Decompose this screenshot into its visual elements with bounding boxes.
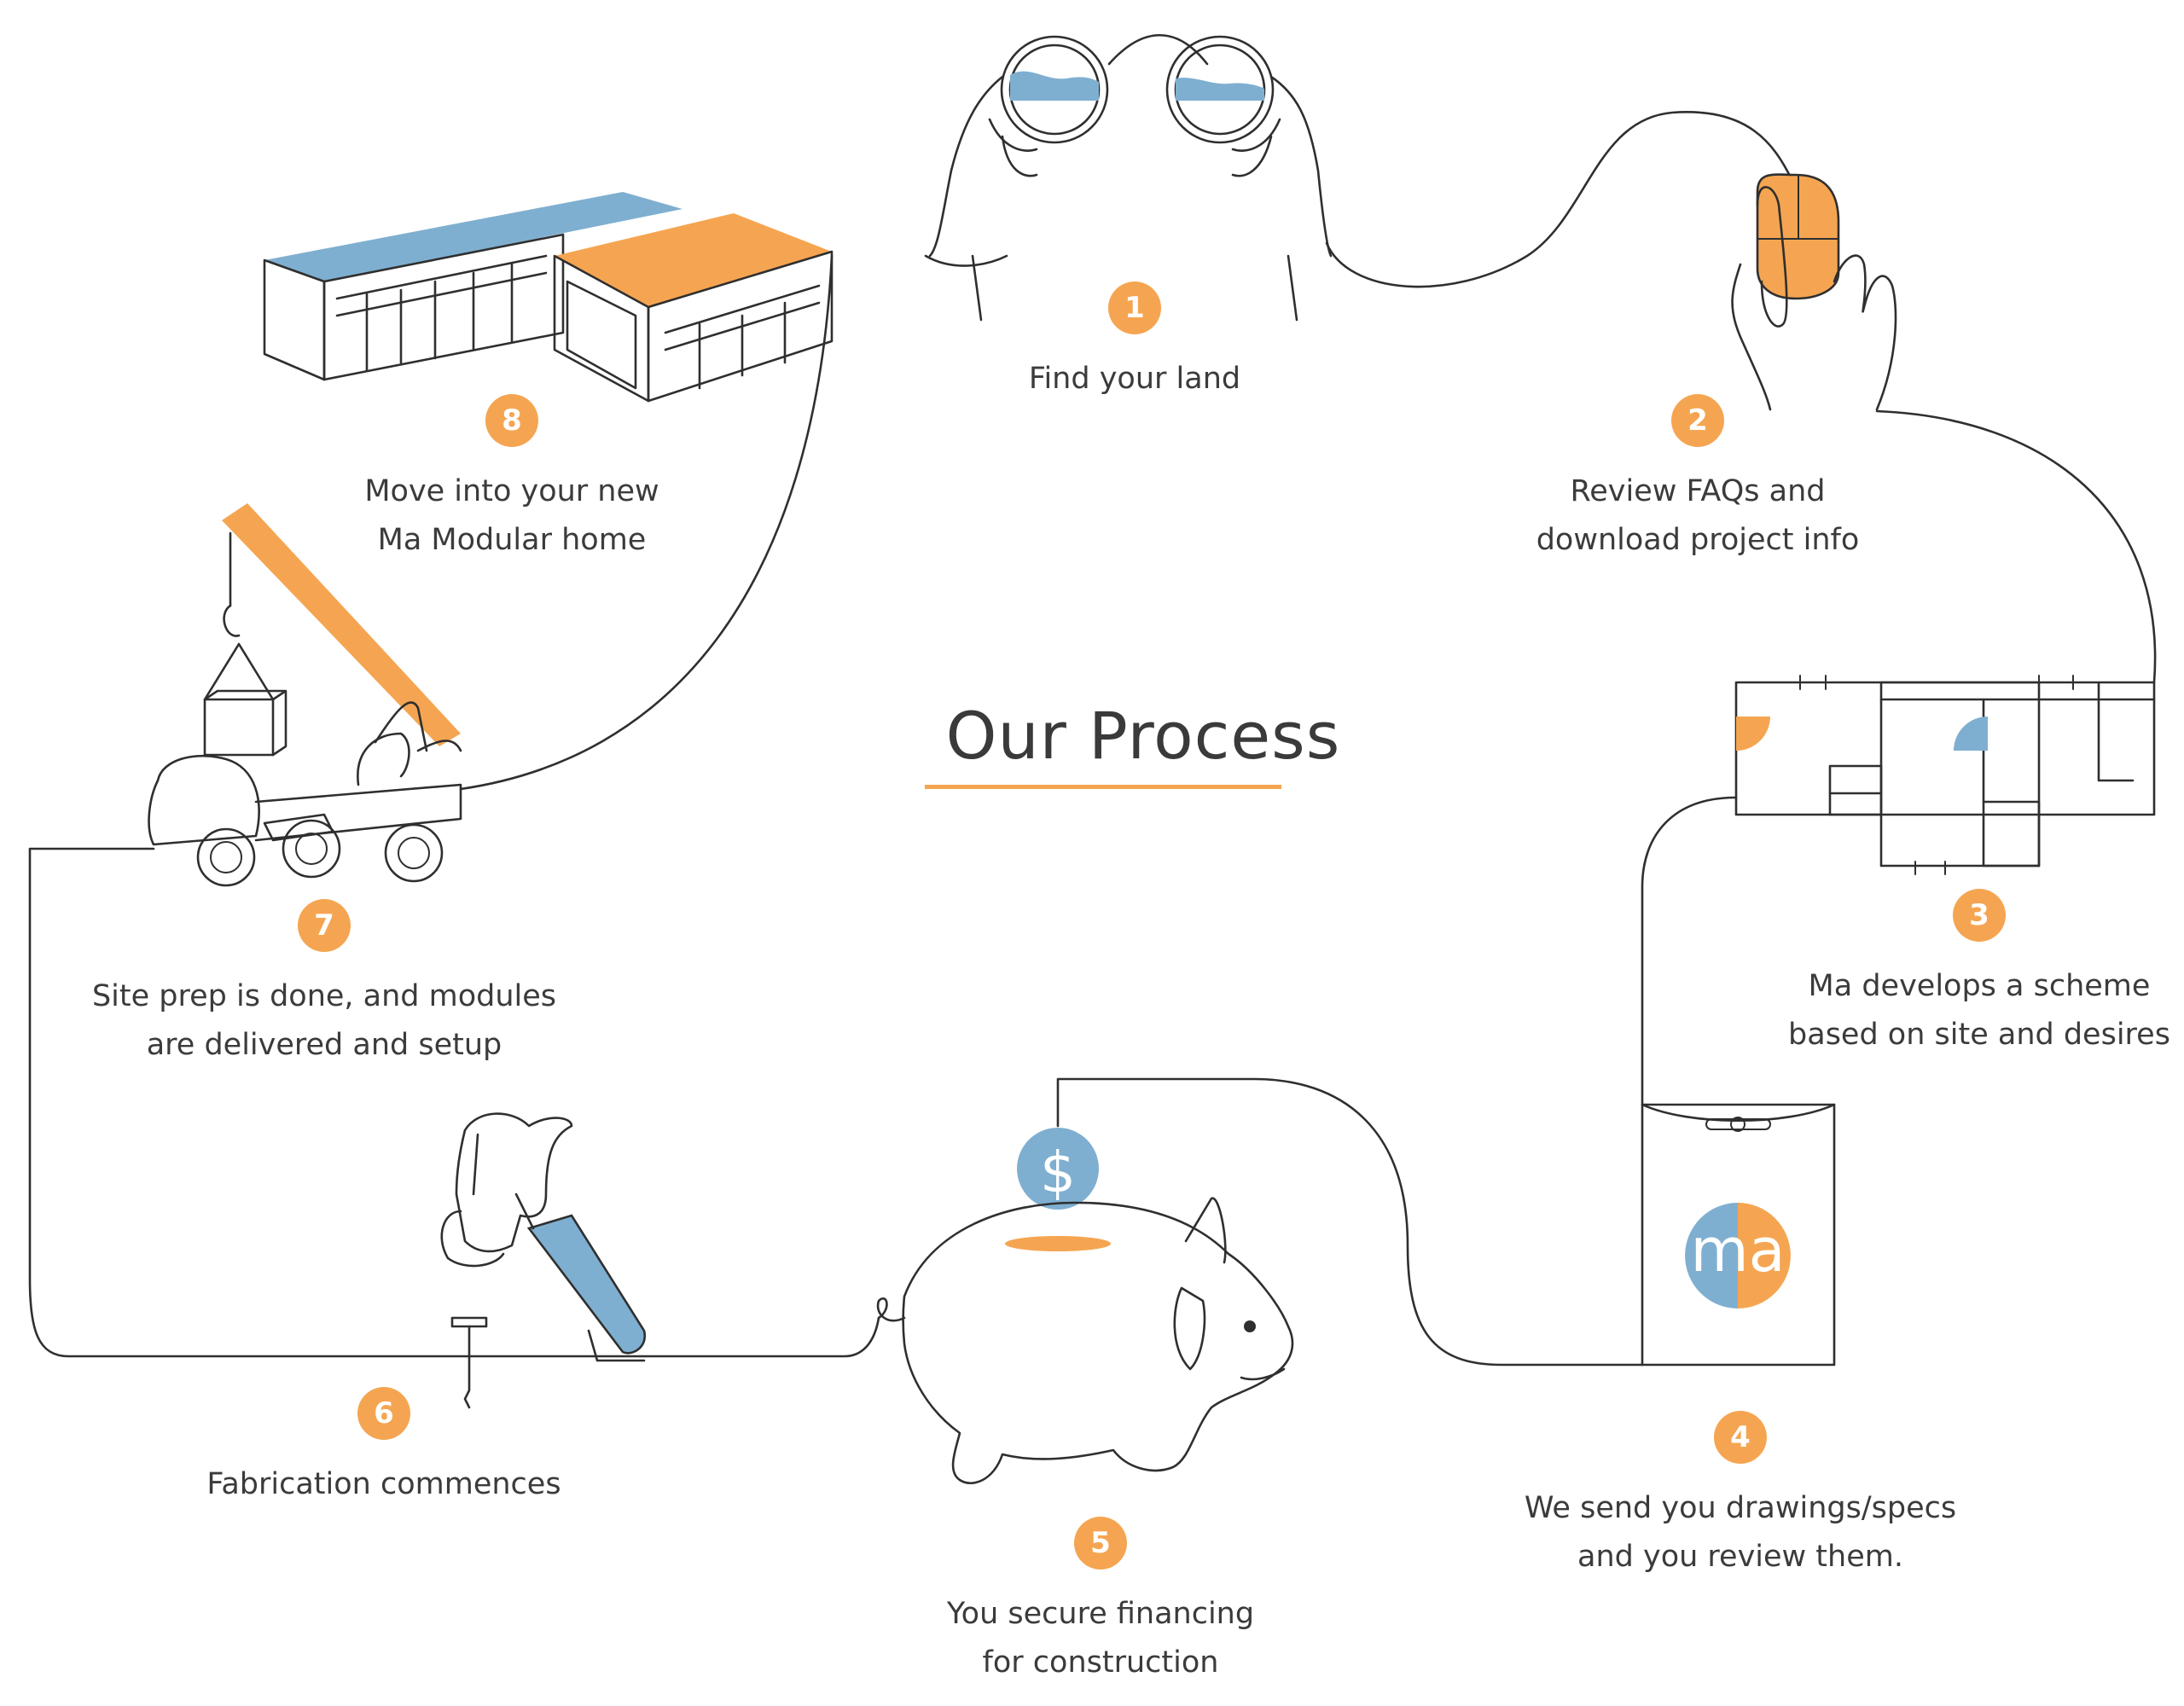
step-number-badge: 5: [1074, 1517, 1127, 1570]
step-1: 1 Find your land: [956, 281, 1314, 403]
step-label: Fabrication commences: [206, 1467, 561, 1501]
title-underline: [925, 785, 1281, 789]
step-number-badge: 3: [1953, 889, 2006, 942]
step-8: 8 Move into your new Ma Modular home: [324, 394, 700, 565]
step-3: 3 Ma develops a scheme based on site and…: [1779, 889, 2180, 1059]
step-5: 5 You secure financing for construction: [904, 1517, 1297, 1687]
step-number-badge: 1: [1108, 281, 1161, 334]
step-number-badge: 6: [357, 1387, 410, 1440]
modular-house-icon: [263, 192, 834, 403]
page-title: Our Process: [945, 698, 1341, 774]
step-number-badge: 8: [485, 394, 538, 447]
step-2: 2 Review FAQs and download project info: [1502, 394, 1894, 565]
step-4: 4 We send you drawings/specs and you rev…: [1510, 1411, 1971, 1581]
mouse-hand-icon: [1731, 173, 1897, 411]
crane-truck-icon: [148, 503, 462, 887]
step-number-badge: 7: [298, 899, 351, 952]
step-6: 6 Fabrication commences: [179, 1387, 589, 1509]
step-label: Site prep is done, and modules are deliv…: [91, 979, 557, 1062]
step-label: Review FAQs and download project info: [1536, 474, 1860, 557]
piggy-bank-icon: $: [876, 1128, 1294, 1485]
step-label: We send you drawings/specs and you revie…: [1524, 1491, 1957, 1574]
step-label: Ma develops a scheme based on site and d…: [1788, 969, 2170, 1052]
coin-symbol: $: [1040, 1140, 1076, 1205]
step-label: Move into your new Ma Modular home: [364, 474, 659, 557]
envelope-icon: ma: [1641, 1103, 1836, 1367]
step-number-badge: 4: [1714, 1411, 1767, 1464]
step-number-badge: 2: [1671, 394, 1724, 447]
step-label: You secure financing for construction: [946, 1597, 1255, 1680]
step-label: Find your land: [1028, 362, 1241, 396]
binoculars-icon: [924, 34, 1333, 322]
hammer-nail-icon: [440, 1112, 647, 1409]
logo-text: ma: [1690, 1216, 1785, 1285]
step-7: 7 Site prep is done, and modules are del…: [85, 899, 563, 1070]
connector-path: [28, 110, 2157, 1367]
floor-plan-icon: [1734, 675, 2156, 875]
